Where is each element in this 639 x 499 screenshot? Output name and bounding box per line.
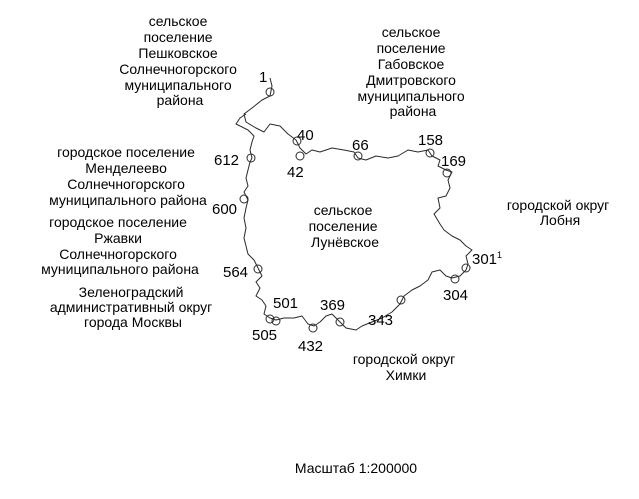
point-label: 369	[320, 297, 345, 314]
center-label-line: сельское	[314, 202, 373, 218]
point-label: 158	[418, 132, 443, 149]
neighbor-label-line: Солнечногорского	[59, 246, 177, 262]
point-label: 66	[352, 137, 369, 154]
marker-501	[271, 316, 281, 326]
center-settlement-label: сельское поселение Лунёвское	[309, 202, 382, 250]
neighbor-label-line: Дмитровского	[366, 72, 456, 88]
neighbor-label-line: городской округ	[507, 197, 609, 213]
neighbor-label-line: муниципального района	[49, 192, 207, 208]
point-label: 564	[223, 264, 248, 281]
point-label: 40	[297, 127, 314, 144]
neighbor-label-line: городское поселение	[49, 214, 187, 230]
neighbor-label-line: Солнечногорского	[119, 61, 237, 77]
neighbor-label-line: Зеленоградский	[79, 284, 184, 300]
marker-1	[265, 87, 275, 97]
neighbor-label-line: района	[157, 92, 204, 108]
neighbor-label-rzhavki: городское поселение Ржавки Солнечногорск…	[41, 214, 199, 277]
neighbor-label-line: сельское	[382, 24, 441, 40]
marker-432	[308, 323, 318, 333]
neighbor-label-mendeleevo: городское поселение Менделеево Солнечног…	[49, 144, 207, 208]
neighbor-label-line: Менделеево	[85, 160, 167, 176]
marker-42	[295, 151, 305, 161]
point-label: 432	[298, 338, 323, 355]
settlement-boundary	[235, 77, 473, 331]
point-label: 3011	[472, 250, 502, 268]
marker-158	[425, 148, 435, 158]
neighbor-label-khimki: городской округ Химки	[353, 351, 459, 383]
neighbor-label-line: Лобня	[540, 212, 580, 228]
neighbor-label-line: Солнечногорского	[67, 176, 185, 192]
point-label: 501	[273, 295, 298, 312]
marker-66	[353, 151, 363, 161]
point-label-main: 301	[472, 251, 497, 268]
map-scale: Масштаб 1:200000	[295, 460, 417, 476]
marker-40	[292, 136, 302, 146]
point-label: 169	[441, 153, 466, 170]
neighbor-label-lobnya: городской округ Лобня	[507, 197, 613, 228]
point-label: 304	[443, 287, 468, 304]
neighbor-label-line: Пешковское	[138, 45, 217, 61]
neighbor-label-line: района	[390, 103, 437, 119]
point-label-superscript: 1	[497, 250, 502, 260]
point-label: 42	[287, 164, 304, 181]
neighbor-label-line: городской округ	[353, 351, 455, 367]
neighbor-label-line: сельское	[149, 13, 208, 29]
neighbor-label-gabovskoe: сельское поселение Габовское Дмитровског…	[358, 24, 469, 119]
neighbor-label-line: города Москвы	[84, 314, 182, 330]
boundary-point-labels: 1 40 42 66 158 169 3011 304 343 369 432 …	[212, 69, 502, 355]
marker-600	[239, 194, 249, 204]
boundary-markers	[239, 87, 471, 333]
marker-304	[450, 274, 460, 284]
neighbor-label-line: административный округ	[50, 299, 212, 315]
marker-169	[442, 168, 452, 178]
marker-369	[335, 317, 345, 327]
marker-612	[246, 153, 256, 163]
neighbor-label-line: Химки	[386, 367, 427, 383]
neighbor-label-line: Ржавки	[94, 230, 142, 246]
neighbor-label-line: городское поселение	[57, 144, 195, 160]
center-label-line: поселение	[309, 218, 378, 234]
marker-343	[396, 295, 406, 305]
marker-564	[253, 264, 263, 274]
point-label: 600	[212, 201, 237, 218]
neighbor-label-zelenograd: Зеленоградский административный округ го…	[50, 284, 216, 330]
neighbor-label-peshkovskoe: сельское поселение Пешковское Солнечного…	[119, 13, 241, 108]
neighbor-label-line: поселение	[377, 40, 446, 56]
marker-505	[265, 314, 275, 324]
neighbor-label-line: поселение	[144, 29, 213, 45]
neighbor-label-line: муниципального	[358, 88, 465, 104]
point-label: 505	[252, 327, 277, 344]
center-label-line: Лунёвское	[311, 234, 379, 250]
neighbor-label-line: муниципального района	[41, 261, 199, 277]
point-label: 1	[259, 69, 267, 86]
neighbor-label-line: муниципального	[125, 77, 232, 93]
neighbor-label-line: Габовское	[378, 56, 445, 72]
point-label: 612	[214, 152, 239, 169]
marker-301	[461, 263, 471, 273]
point-label: 343	[368, 312, 393, 329]
